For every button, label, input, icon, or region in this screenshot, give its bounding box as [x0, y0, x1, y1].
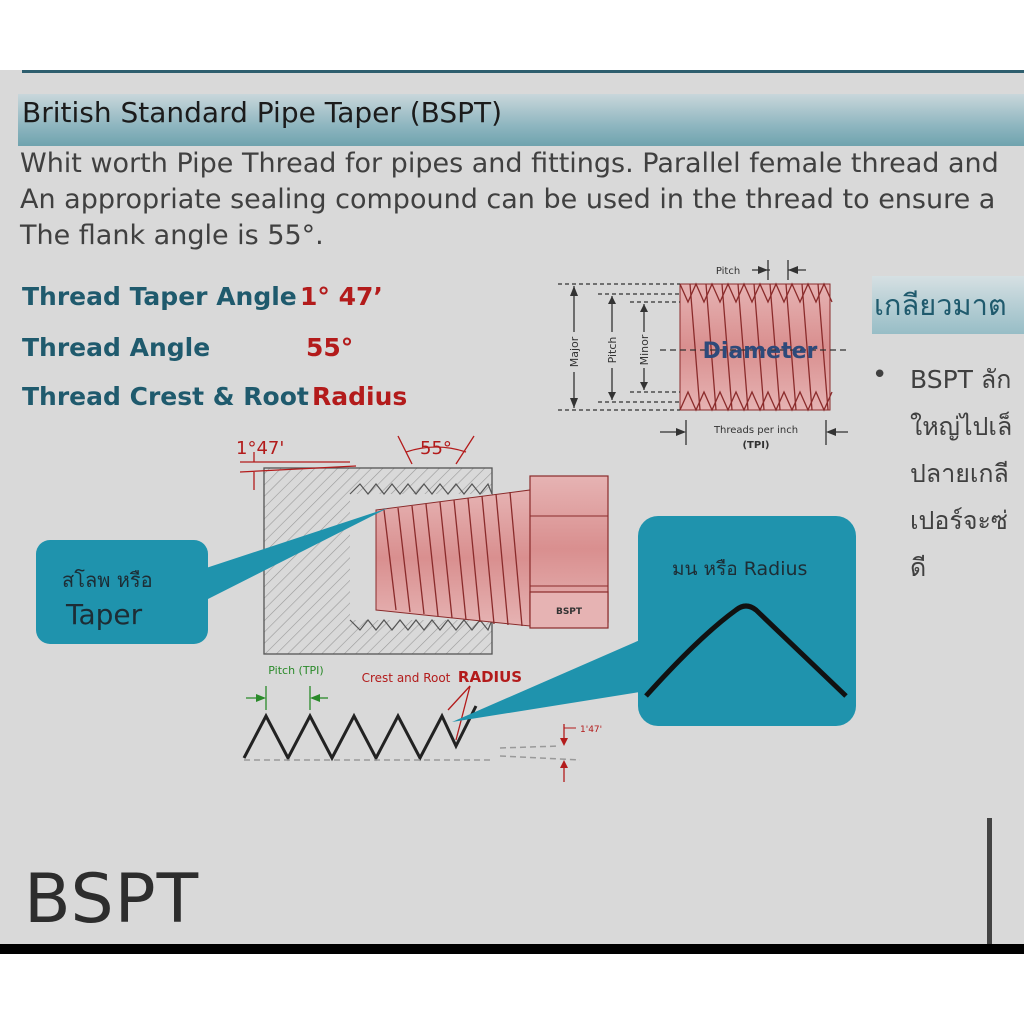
slide-title: British Standard Pipe Taper (BSPT): [22, 96, 503, 129]
description-line-3: The flank angle is 55°.: [20, 220, 324, 251]
thread-angle-label: 55°: [420, 438, 452, 459]
pipe-fitting-diagram: BSPT 1°47' 55°: [236, 435, 609, 655]
taper-angle-label: 1°47': [236, 438, 284, 459]
thai-line-4: เปอร์จะซ่: [910, 506, 1008, 535]
radius-word: RADIUS: [458, 668, 522, 686]
thai-line-2: ใหญ่ไปเล็: [910, 412, 1013, 441]
thread-diagram: Major Pitch Minor Pitch Diameter Threads…: [36, 260, 856, 782]
crest-root-label: Crest and Root: [362, 671, 451, 685]
minor-label: Minor: [638, 334, 651, 365]
radius-callout: [452, 516, 856, 726]
thai-line-5: ดี: [910, 553, 927, 582]
major-label: Major: [568, 336, 581, 367]
bspt-tag: BSPT: [556, 607, 583, 617]
slide-canvas: British Standard Pipe Taper (BSPT) Whit …: [0, 70, 1024, 944]
pitch-top-label: Pitch: [716, 266, 740, 277]
spec-label-thread-angle: Thread Angle: [22, 333, 211, 362]
bullet-dot: •: [872, 360, 888, 390]
taper-callout-thai: สโลพ หรือ: [62, 568, 153, 592]
small-angle-label: 1'47': [580, 725, 602, 735]
spec-label-crest-root: Thread Crest & Root: [22, 382, 309, 411]
thai-line-1: BSPT ลัก: [910, 365, 1012, 394]
radius-callout-text: มน หรือ Radius: [672, 558, 808, 580]
description-line-2: An appropriate sealing compound can be u…: [20, 184, 996, 215]
spec-value-crest-root: Radius: [312, 382, 408, 411]
description-line-1: Whit worth Pipe Thread for pipes and fit…: [20, 148, 999, 179]
taper-callout-en: Taper: [66, 598, 143, 631]
top-divider: [22, 70, 1024, 73]
thai-line-3: ปลายเกลี: [910, 459, 1009, 488]
footer-bspt-label: BSPT: [24, 860, 200, 939]
spec-label-taper-angle: Thread Taper Angle: [22, 282, 297, 311]
thread-profile-diagram: Major Pitch Minor Pitch Diameter Threads…: [558, 260, 850, 451]
diameter-label: Diameter: [703, 339, 818, 364]
thai-heading: เกลียวมาต: [874, 288, 1007, 322]
bottom-bar: [0, 944, 1024, 954]
tpi-label: Threads per inch: [713, 425, 798, 436]
tpi-abbrev: (TPI): [742, 440, 769, 451]
title-band: [18, 94, 1024, 146]
scrollbar[interactable]: [987, 818, 992, 944]
taper-callout: [36, 508, 388, 644]
thread-profile-bottom: Pitch (TPI) Crest and Root RADIUS 1'47': [242, 664, 602, 782]
pitch-side-label: Pitch: [606, 337, 619, 364]
pitch-tpi-label: Pitch (TPI): [268, 664, 323, 677]
thai-heading-band: [872, 276, 1024, 334]
spec-value-taper-angle: 1° 47’: [300, 282, 383, 311]
spec-value-thread-angle: 55°: [306, 333, 354, 362]
